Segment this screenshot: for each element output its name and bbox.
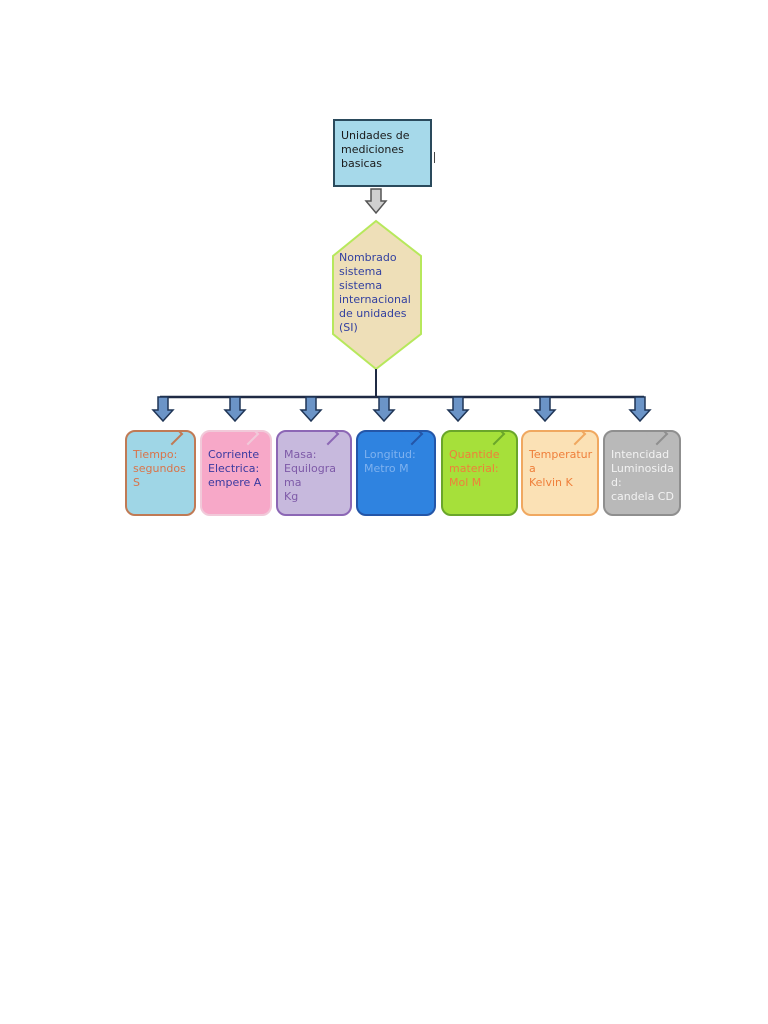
hexagon-label-container: Nombrado sistema sistema internacional d… bbox=[339, 251, 423, 335]
unit-card-label: Tiempo: segundos S bbox=[133, 448, 186, 489]
branch-arrow-icon bbox=[372, 396, 396, 423]
branch-arrow-icon bbox=[151, 396, 175, 423]
unit-card: Tiempo: segundos S bbox=[125, 430, 196, 516]
unit-card-label: Temperatura Kelvin K bbox=[529, 448, 593, 489]
callout-tail bbox=[482, 432, 506, 446]
unit-card: Quantide material: Mol M bbox=[441, 430, 518, 516]
unit-card-label: Masa: Equilograma Kg bbox=[284, 448, 336, 503]
unit-card-label: Quantide material: Mol M bbox=[449, 448, 500, 489]
unit-card-label: Intencidad Luminosida d: candela CD bbox=[611, 448, 674, 503]
unit-card-label: Corriente Electrica: empere A bbox=[208, 448, 262, 489]
callout-tail bbox=[316, 432, 340, 446]
callout-tail bbox=[160, 432, 184, 446]
branch-arrow-icon bbox=[533, 396, 557, 423]
callout-tail bbox=[236, 432, 260, 446]
unit-card: Masa: Equilograma Kg bbox=[276, 430, 352, 516]
hexagon-label: Nombrado sistema sistema internacional d… bbox=[339, 251, 411, 334]
top-box-label: Unidades de mediciones basicas bbox=[341, 129, 410, 170]
branch-arrow-icon bbox=[628, 396, 652, 423]
top-box-unidades: Unidades de mediciones basicas bbox=[333, 119, 432, 187]
unit-card: Longitud: Metro M bbox=[356, 430, 436, 516]
branch-arrow-icon bbox=[223, 396, 247, 423]
down-arrow-icon bbox=[364, 188, 388, 215]
branch-arrow-icon bbox=[299, 396, 323, 423]
callout-tail bbox=[563, 432, 587, 446]
unit-card-label: Longitud: Metro M bbox=[364, 448, 416, 475]
unit-card: Intencidad Luminosida d: candela CD bbox=[603, 430, 681, 516]
callout-tail bbox=[645, 432, 669, 446]
top-box-tick-mark bbox=[434, 152, 435, 163]
unit-card: Corriente Electrica: empere A bbox=[200, 430, 272, 516]
branch-arrow-icon bbox=[446, 396, 470, 423]
callout-tail bbox=[400, 432, 424, 446]
unit-card: Temperatura Kelvin K bbox=[521, 430, 599, 516]
